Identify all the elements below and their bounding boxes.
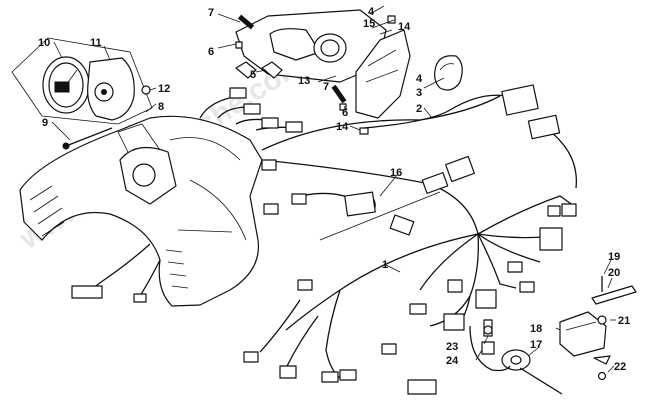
screw-7b — [331, 84, 347, 104]
callout-16: 16 — [390, 167, 402, 179]
callout-1: 1 — [382, 259, 388, 271]
callout-6b: 6 — [342, 107, 348, 119]
screw-7a — [237, 14, 255, 30]
bolt-9 — [62, 127, 113, 150]
grommet-ring — [434, 55, 463, 91]
callout-12: 12 — [158, 83, 170, 95]
connector-cluster — [243, 155, 577, 395]
callout-4a: 4 — [368, 6, 375, 18]
cable-connector-bottom — [527, 114, 561, 140]
speedometer-gauge — [42, 56, 90, 114]
callout-7a: 7 — [208, 7, 214, 19]
mounting-strap — [591, 276, 637, 381]
callout-14b: 14 — [336, 121, 349, 133]
leader-lines — [51, 5, 616, 373]
nut-6b — [339, 103, 347, 111]
ignition-switch — [469, 319, 563, 395]
callout-2: 2 — [416, 103, 422, 115]
callout-5: 5 — [250, 69, 256, 81]
callouts: 1 2 3 4 4 5 6 6 7 7 8 9 10 11 12 13 14 1… — [38, 6, 630, 373]
relay-connector-16 — [291, 191, 441, 241]
callout-19: 19 — [608, 251, 620, 263]
callout-14a: 14 — [398, 21, 411, 33]
clip-14a — [387, 15, 396, 24]
connector-left — [71, 285, 103, 299]
clip-14b — [359, 127, 369, 135]
gauge-outline-box — [11, 37, 153, 125]
main-wiring-harness — [71, 95, 575, 379]
callout-22: 22 — [614, 361, 626, 373]
callout-24: 24 — [446, 355, 459, 367]
callout-15: 15 — [363, 18, 375, 30]
bulb-socket-harness — [199, 87, 303, 133]
callout-7b: 7 — [323, 81, 329, 93]
cable-connector-top — [501, 84, 539, 116]
grommet-5 — [235, 61, 283, 79]
extension-cable — [363, 84, 578, 189]
callout-23: 23 — [446, 341, 458, 353]
side-trim-panel — [355, 29, 411, 119]
callout-9: 9 — [42, 117, 48, 129]
gauge-assembly — [11, 37, 153, 125]
callout-20: 20 — [608, 267, 620, 279]
socket-12 — [141, 85, 151, 95]
callout-13: 13 — [298, 75, 310, 87]
callout-11: 11 — [90, 37, 102, 49]
callout-21: 21 — [618, 315, 630, 327]
callout-8: 8 — [158, 101, 164, 113]
control-module — [559, 311, 607, 357]
callout-4b: 4 — [416, 73, 423, 85]
callout-6a: 6 — [208, 46, 214, 58]
callout-3: 3 — [416, 87, 422, 99]
callout-17: 17 — [530, 339, 542, 351]
console-housing — [19, 115, 263, 307]
gauge-bezel — [87, 57, 135, 121]
nut-6a — [235, 41, 243, 49]
callout-18: 18 — [530, 323, 542, 335]
callout-10: 10 — [38, 37, 50, 49]
